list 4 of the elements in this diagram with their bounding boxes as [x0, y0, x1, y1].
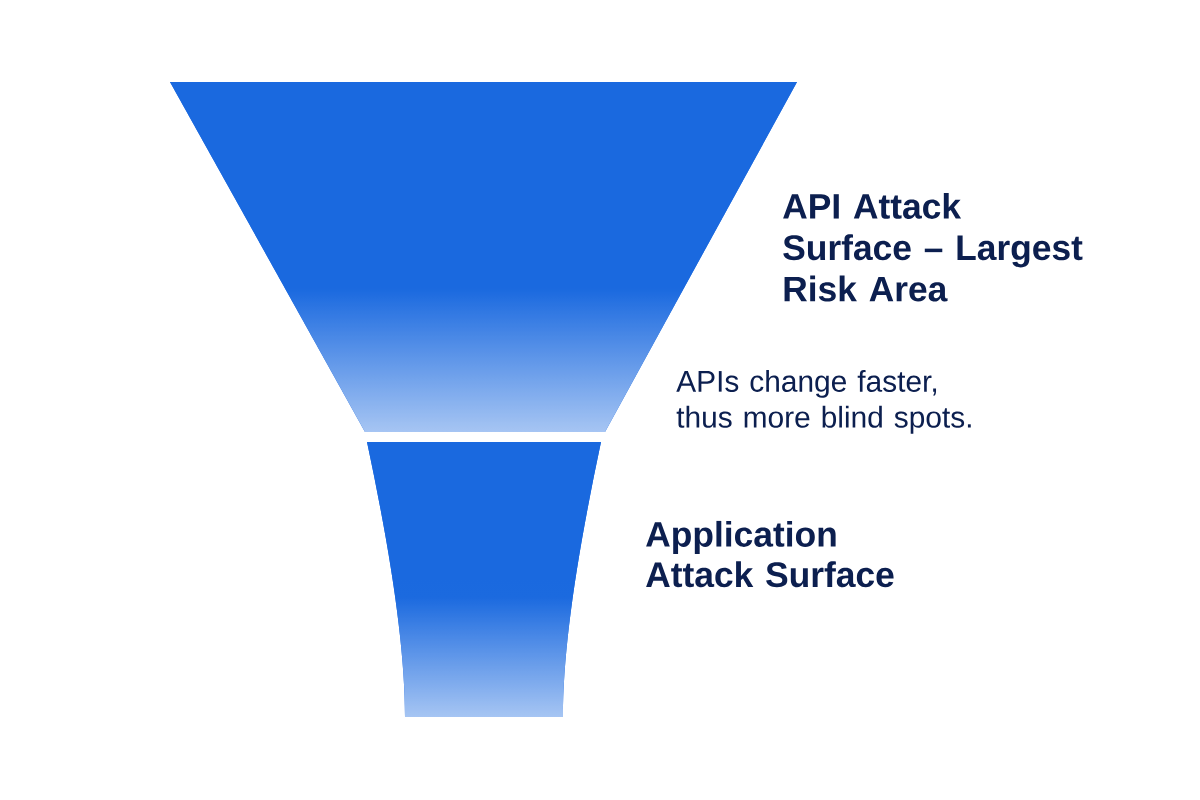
funnel-section	[367, 442, 601, 717]
section-heading: API Attack Surface – Largest Risk Area	[783, 192, 1083, 302]
note-text: APIs change faster, thus more blind spots.	[676, 370, 971, 434]
section-heading: Application Attack Surface	[646, 520, 894, 588]
